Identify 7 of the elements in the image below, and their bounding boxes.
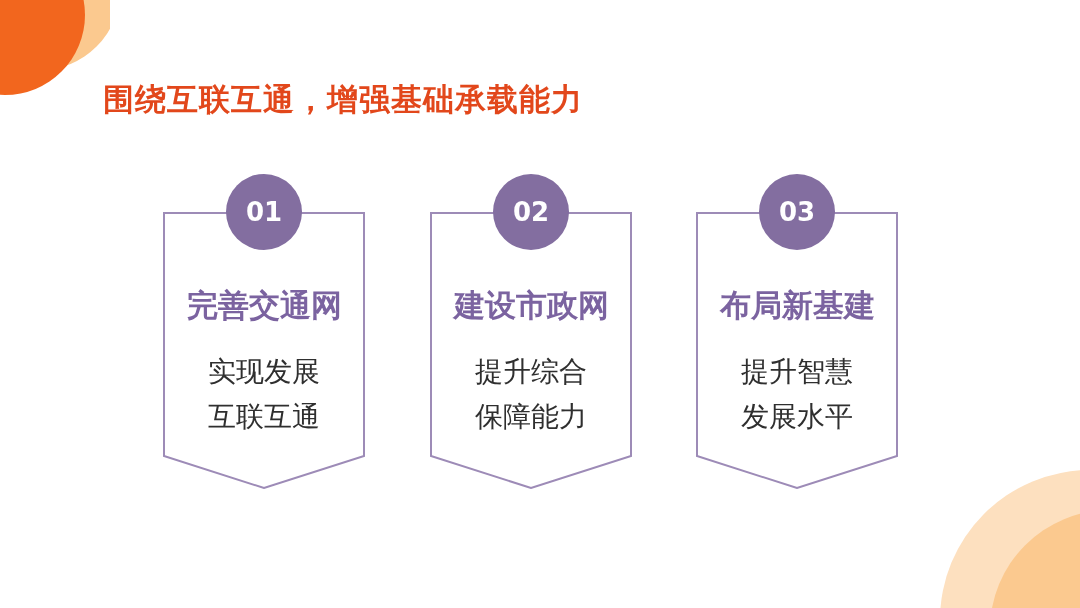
card-description: 提升综合保障能力 (474, 353, 588, 435)
title: 围绕互联互通，增强基础承载能力 (103, 80, 583, 119)
card-heading: 建设市政网 (453, 286, 609, 325)
card-description: 实现发展互联互通 (207, 353, 321, 435)
card-heading: 完善交通网 (186, 286, 342, 325)
card-heading: 布局新基建 (719, 286, 875, 325)
card-description: 提升智慧发展水平 (740, 353, 854, 435)
